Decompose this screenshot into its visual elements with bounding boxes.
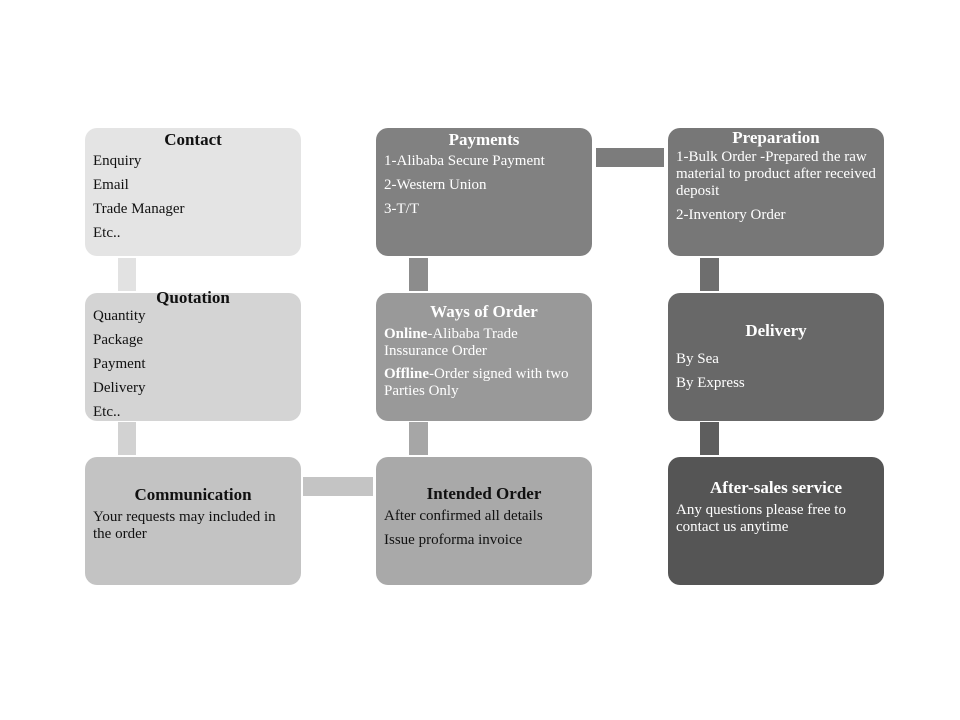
box-line: 2-Inventory Order [676, 207, 786, 223]
box-line: 1-Alibaba Secure Payment [384, 153, 545, 169]
box-line: Trade Manager [93, 201, 185, 217]
box-line: Email [93, 177, 129, 193]
box-line: 2-Western Union [384, 177, 487, 193]
box-line: Payment [93, 356, 146, 372]
box-line: By Sea [676, 351, 719, 367]
offline-line: Offline-Order signed with two Parties On… [384, 366, 584, 400]
contact-box: Contact Enquiry Email Trade Manager Etc.… [85, 128, 301, 256]
online-label: Online [384, 326, 428, 342]
box-line: Your requests may included in the order [93, 509, 276, 542]
offline-text: -Order signed with two Parties Only [384, 366, 569, 399]
quotation-box: Quotation Quantity Package Payment Deliv… [85, 288, 301, 421]
box-title: Communication [134, 485, 252, 504]
box-title: Ways of Order [430, 302, 538, 321]
box-line: 3-T/T [384, 201, 419, 217]
box-line: Any questions please free to contact us … [676, 502, 846, 535]
connector-delivery-aftersales [700, 422, 719, 455]
box-line: After confirmed all details [384, 508, 543, 524]
box-title: Preparation [732, 128, 820, 147]
box-line: Quantity [93, 308, 146, 324]
intended-order-box: Intended Order After confirmed all detai… [376, 457, 592, 585]
box-line: Delivery [93, 380, 146, 396]
offline-label: Offline [384, 366, 429, 382]
connector-intended-ways [409, 422, 428, 455]
connector-payments-preparation [596, 148, 664, 167]
box-line: Etc.. [93, 404, 121, 420]
box-title: Delivery [745, 321, 807, 340]
delivery-box: Delivery By Sea By Express [668, 293, 884, 421]
payments-box: Payments 1-Alibaba Secure Payment 2-West… [376, 128, 592, 256]
connector-ways-payments [409, 258, 428, 291]
connector-quotation-communication [118, 422, 136, 455]
box-line: Enquiry [93, 153, 142, 169]
box-title: After-sales service [710, 478, 842, 497]
ways-of-order-box: Ways of Order Online-Alibaba Trade Inssu… [376, 293, 592, 421]
box-line: Issue proforma invoice [384, 532, 523, 548]
after-sales-box: After-sales service Any questions please… [668, 457, 884, 585]
preparation-box: Preparation 1-Bulk Order -Prepared the r… [668, 128, 884, 256]
online-text: -Alibaba Trade Inssurance Order [384, 326, 518, 359]
connector-communication-intended [303, 477, 373, 496]
online-line: Online-Alibaba Trade Inssurance Order [384, 326, 584, 360]
box-title: Quotation [156, 288, 230, 307]
box-title: Contact [164, 130, 222, 149]
connector-preparation-delivery [700, 258, 719, 291]
communication-box: Communication Your requests may included… [85, 457, 301, 585]
box-line: 1-Bulk Order -Prepared the raw material … [676, 149, 876, 199]
connector-contact-quotation [118, 258, 136, 291]
box-title: Payments [448, 130, 520, 149]
box-line: Etc.. [93, 225, 121, 241]
box-title: Intended Order [426, 484, 542, 503]
box-line: Package [93, 332, 143, 348]
box-line: By Express [676, 375, 745, 391]
